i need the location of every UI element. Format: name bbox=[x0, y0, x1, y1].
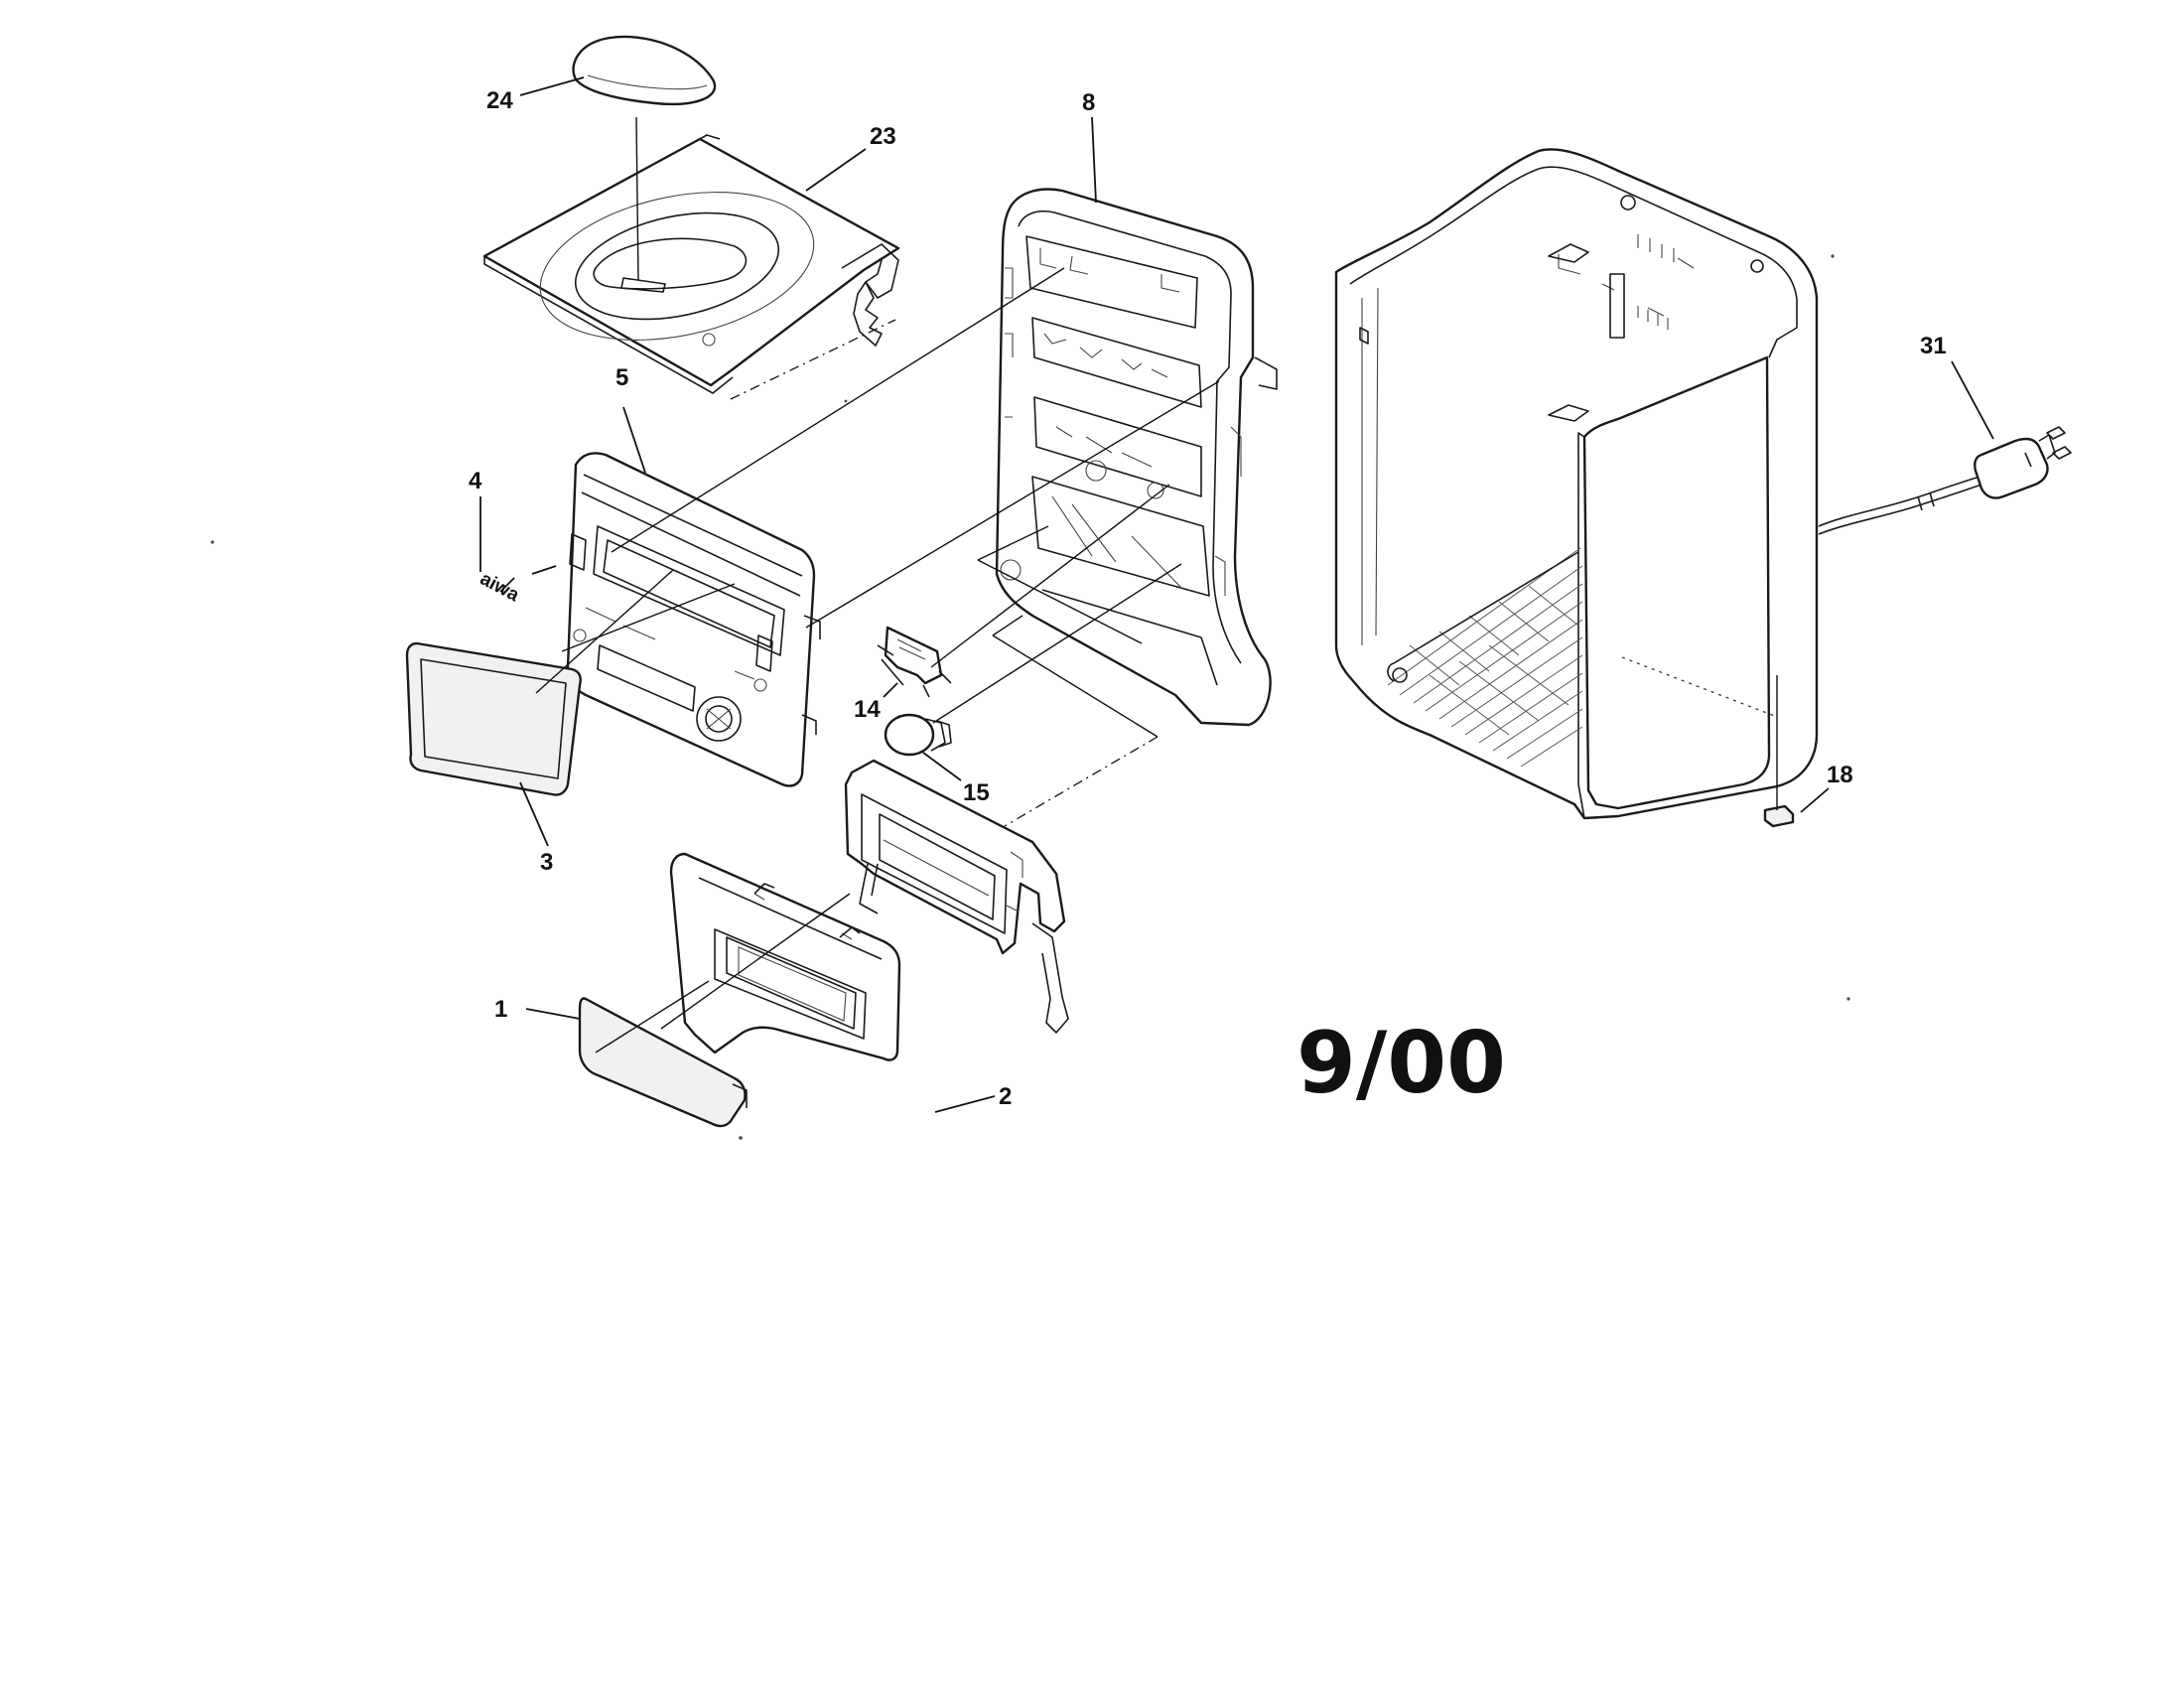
part-14-switch-bracket bbox=[877, 626, 952, 698]
callout-3: 3 bbox=[540, 849, 553, 876]
callout-31: 31 bbox=[1920, 333, 1947, 359]
scan-specks bbox=[210, 254, 1850, 1140]
callout-1: 1 bbox=[494, 996, 507, 1023]
callout-15: 15 bbox=[963, 779, 990, 806]
callout-14: 14 bbox=[854, 696, 881, 723]
assembly-lines bbox=[535, 116, 1778, 1053]
part-18-foot bbox=[1763, 804, 1795, 828]
part-5-front-panel bbox=[566, 452, 821, 787]
part-4-brand-badge: aiwa bbox=[477, 568, 523, 606]
part-31-power-cord bbox=[1818, 426, 2072, 535]
part-15-knob bbox=[884, 713, 952, 757]
brand-mark: aiwa bbox=[477, 568, 523, 606]
part-23-top-cover bbox=[482, 134, 900, 394]
main-cabinet bbox=[1334, 148, 1819, 820]
callout-23: 23 bbox=[870, 123, 896, 150]
callout-2: 2 bbox=[999, 1083, 1012, 1110]
callout-8: 8 bbox=[1082, 89, 1095, 116]
part-2-tape-door-frame bbox=[669, 852, 901, 1061]
mechanism-bracket bbox=[844, 759, 1069, 1034]
callout-leaders bbox=[479, 76, 1994, 1113]
part-3-window-panel bbox=[405, 641, 582, 796]
callout-5: 5 bbox=[615, 364, 628, 391]
callout-18: 18 bbox=[1827, 762, 1853, 788]
callout-4: 4 bbox=[469, 468, 482, 494]
date-stamp: 9/00 bbox=[1297, 1014, 1506, 1113]
callout-24: 24 bbox=[486, 87, 513, 114]
part-24-lid-insert bbox=[572, 35, 717, 105]
part-8-front-chassis bbox=[995, 188, 1278, 727]
callout-labels: 24 23 8 5 4 3 14 15 18 31 1 2 bbox=[469, 87, 1947, 1110]
part-1-cassette-door bbox=[578, 997, 748, 1128]
